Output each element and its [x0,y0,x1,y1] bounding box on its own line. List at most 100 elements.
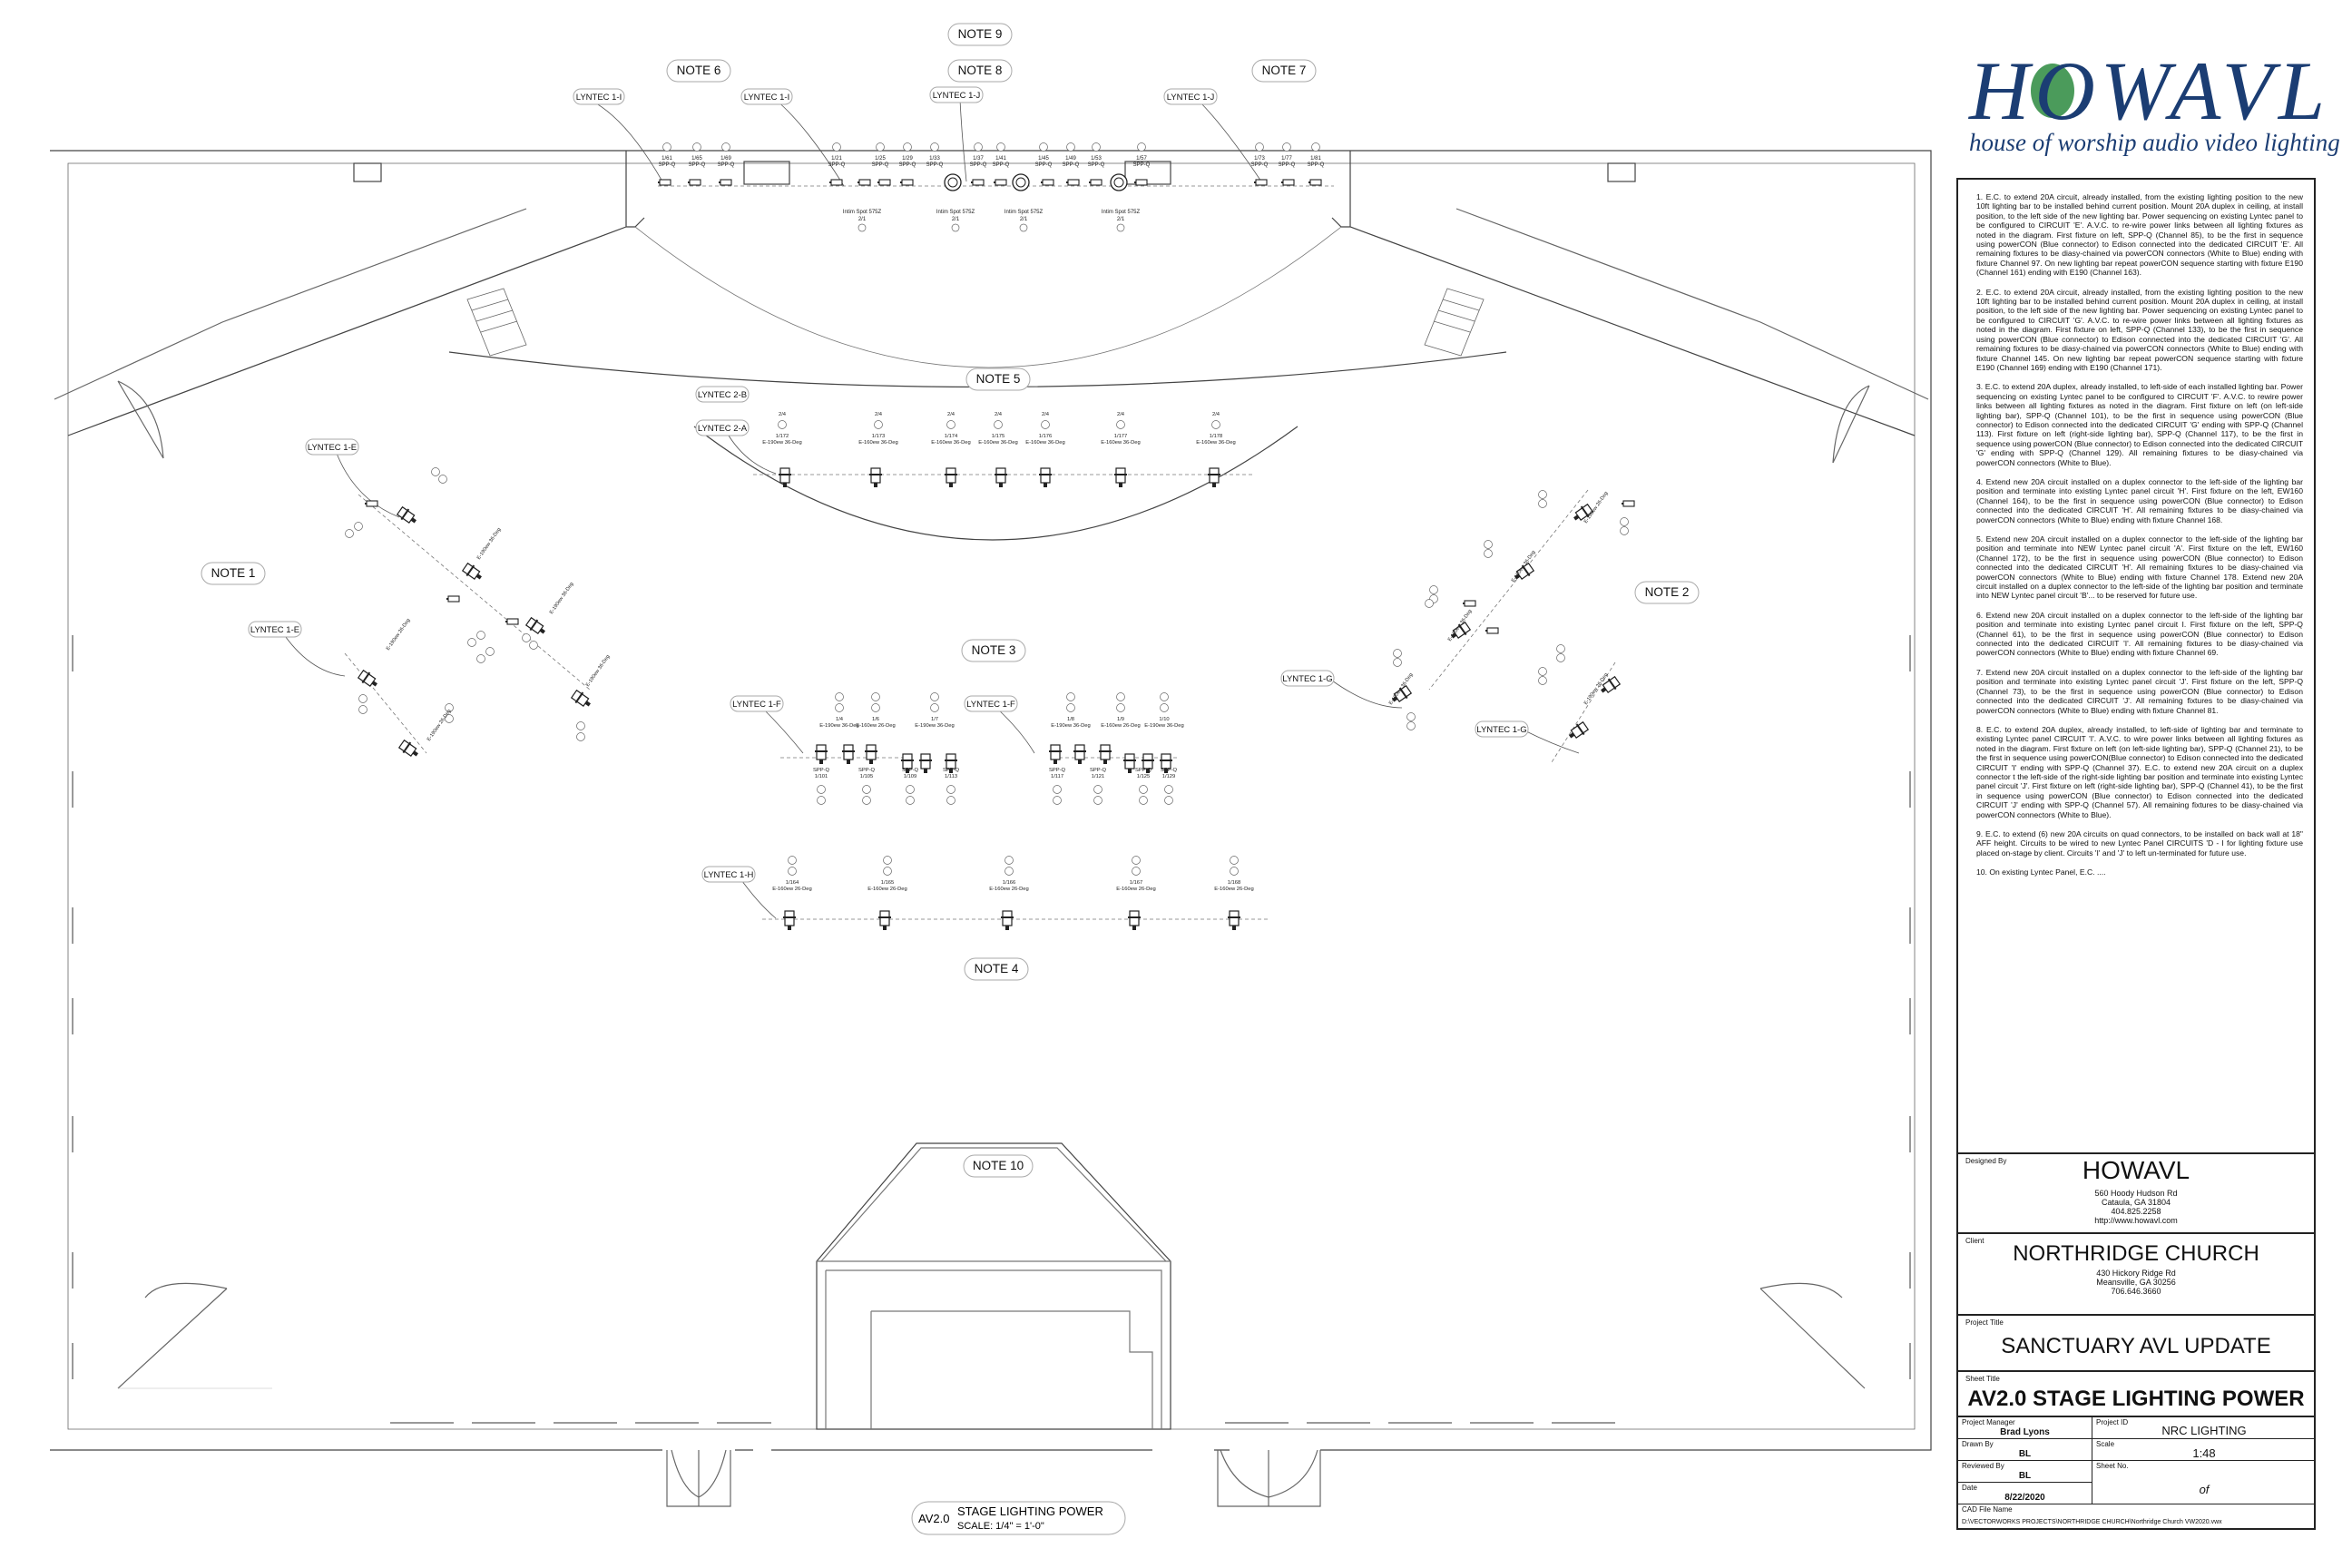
svg-text:1/121: 1/121 [1092,774,1105,779]
logo-wordmark: HOWAVL [1969,44,2331,137]
howavl-logo: HOWAVL house of worship audio video ligh… [1960,45,2340,163]
svg-text:SPP-Q: SPP-Q [689,162,706,168]
svg-text:E-160ew 26-Deg: E-160ew 26-Deg [1116,887,1156,892]
svg-text:E-190ew 36-Deg: E-190ew 36-Deg [1144,723,1184,729]
sheet-title: AV2.0 STAGE LIGHTING POWER [1967,1387,2305,1411]
svg-text:2/4: 2/4 [779,412,787,417]
svg-text:1/174: 1/174 [945,434,958,439]
svg-text:1/41: 1/41 [995,156,1006,162]
svg-text:2/1: 2/1 [858,217,867,222]
svg-text:Intim Spot 575Z: Intim Spot 575Z [936,210,975,215]
svg-text:E-160ew 36-Deg: E-160ew 36-Deg [931,440,971,446]
svg-text:E-190ew 36-Deg: E-190ew 36-Deg [1511,550,1537,583]
lyntec-label: LYNTEC 1-F [730,695,784,712]
svg-text:1/77: 1/77 [1281,156,1292,162]
svg-text:LYNTEC 1-F: LYNTEC 1-F [732,700,781,710]
svg-text:E-190ew 36-Deg: E-190ew 36-Deg [1447,609,1474,642]
lyntec-label: LYNTEC 1-H [701,866,756,883]
svg-text:1/45: 1/45 [1038,156,1049,162]
svg-text:SPP-Q: SPP-Q [993,162,1010,168]
svg-text:STAGE LIGHTING POWER: STAGE LIGHTING POWER [957,1504,1103,1518]
lyntec-label: LYNTEC 1-J [929,86,984,103]
svg-text:SPP-Q: SPP-Q [813,768,830,773]
svg-text:1/101: 1/101 [815,774,828,779]
svg-text:1/53: 1/53 [1091,156,1102,162]
svg-text:2/4: 2/4 [1042,412,1050,417]
svg-text:2/1: 2/1 [952,217,960,222]
note-text: 1. E.C. to extend 20A circuit, already i… [1976,192,2303,278]
svg-text:SPP-Q: SPP-Q [1308,162,1325,168]
svg-text:1/165: 1/165 [881,880,895,886]
svg-text:E-190ew 26-Deg: E-190ew 26-Deg [386,618,412,652]
lyntec-label: LYNTEC 1-E [248,621,302,638]
svg-text:1/65: 1/65 [691,156,702,162]
svg-text:2/1: 2/1 [1020,217,1028,222]
project-title: SANCTUARY AVL UPDATE [2001,1334,2271,1358]
svg-text:E-190ew 36-Deg: E-190ew 36-Deg [1388,672,1415,706]
client-section: Client NORTHRIDGE CHURCH 430 Hickory Rid… [1958,1232,2314,1314]
svg-text:E-160ew 26-Deg: E-160ew 26-Deg [867,887,907,892]
svg-text:LYNTEC 1-E: LYNTEC 1-E [250,625,299,635]
door-bottom-left [666,1449,731,1507]
svg-text:SPP-Q: SPP-Q [1279,162,1296,168]
note-10-pill: NOTE 10 [963,1154,1034,1178]
note-6-pill: NOTE 6 [666,59,731,83]
note5-fixtures [778,467,1221,488]
note-8-pill: NOTE 8 [947,59,1013,83]
svg-text:NOTE 7: NOTE 7 [1262,64,1307,77]
svg-text:2/4: 2/4 [1117,412,1125,417]
svg-text:1/178: 1/178 [1210,434,1223,439]
note-text: 7. Extend new 20A circuit installed on a… [1976,667,2303,715]
svg-text:NOTE 2: NOTE 2 [1645,585,1690,599]
svg-text:E-160ew 26-Deg: E-160ew 26-Deg [772,887,812,892]
svg-text:1/175: 1/175 [992,434,1005,439]
svg-text:2/1: 2/1 [1117,217,1125,222]
note-3-pill: NOTE 3 [961,639,1026,662]
svg-text:LYNTEC 1-I: LYNTEC 1-I [744,93,790,103]
lyntec-label: LYNTEC 1-E [305,438,359,456]
cad-file-path: D:\VECTORWORKS PROJECTS\NORTHRIDGE CHURC… [1962,1519,2222,1525]
svg-text:SPP-Q: SPP-Q [1161,768,1178,773]
svg-text:E-190ew 36-Deg: E-190ew 36-Deg [549,582,575,615]
svg-text:AV2.0: AV2.0 [918,1512,949,1525]
svg-text:1/61: 1/61 [662,156,672,162]
note-text: 4. Extend new 20A circuit installed on a… [1976,476,2303,524]
door-left-lower [117,1282,228,1389]
note-text: 10. On existing Lyntec Panel, E.C. .... [1976,867,2106,877]
svg-text:1/81: 1/81 [1310,156,1321,162]
svg-text:1/172: 1/172 [776,434,789,439]
svg-text:SPP-Q: SPP-Q [1049,768,1066,773]
svg-text:SPP-Q: SPP-Q [899,162,916,168]
svg-text:NOTE 9: NOTE 9 [958,27,1003,41]
svg-text:LYNTEC 1-I: LYNTEC 1-I [576,93,622,103]
svg-text:1/8: 1/8 [1067,717,1074,722]
logo-tagline: house of worship audio video lighting [1969,129,2340,156]
svg-text:2/4: 2/4 [947,412,956,417]
door-left-upper [117,380,164,459]
svg-text:SPP-Q: SPP-Q [1090,768,1107,773]
svg-text:1/166: 1/166 [1003,880,1016,886]
stage-outline [67,151,1916,436]
svg-text:Intim Spot 575Z: Intim Spot 575Z [843,210,882,215]
svg-text:1/129: 1/129 [1162,774,1176,779]
note-pills: NOTE 9 NOTE 6 NOTE 8 NOTE 7 NOTE 5 NOTE … [201,23,1700,1178]
lyntec-label: LYNTEC 1-J [1163,88,1218,105]
svg-text:1/29: 1/29 [902,156,913,162]
note1-fixtures [356,500,594,761]
svg-text:E-190ew 36-Deg: E-190ew 36-Deg [585,654,612,688]
note-text: 3. E.C. to extend 20A duplex, already in… [1976,382,2303,467]
svg-text:2/4: 2/4 [1212,412,1220,417]
note-7-pill: NOTE 7 [1251,59,1317,83]
svg-text:NOTE 10: NOTE 10 [973,1159,1024,1172]
svg-text:E-160ew 36-Deg: E-160ew 36-Deg [1025,440,1065,446]
svg-text:SPP-Q: SPP-Q [926,162,944,168]
note2-fixtures [1388,500,1635,743]
svg-text:LYNTEC 1-G: LYNTEC 1-G [1476,725,1526,735]
client-name: NORTHRIDGE CHURCH [2013,1241,2259,1266]
svg-text:E-190ew 36-Deg: E-190ew 36-Deg [476,527,503,561]
svg-text:1/21: 1/21 [831,156,842,162]
booth [816,1142,1171,1430]
svg-text:Intim Spot 575Z: Intim Spot 575Z [1004,210,1044,215]
svg-text:LYNTEC 1-H: LYNTEC 1-H [704,870,754,880]
